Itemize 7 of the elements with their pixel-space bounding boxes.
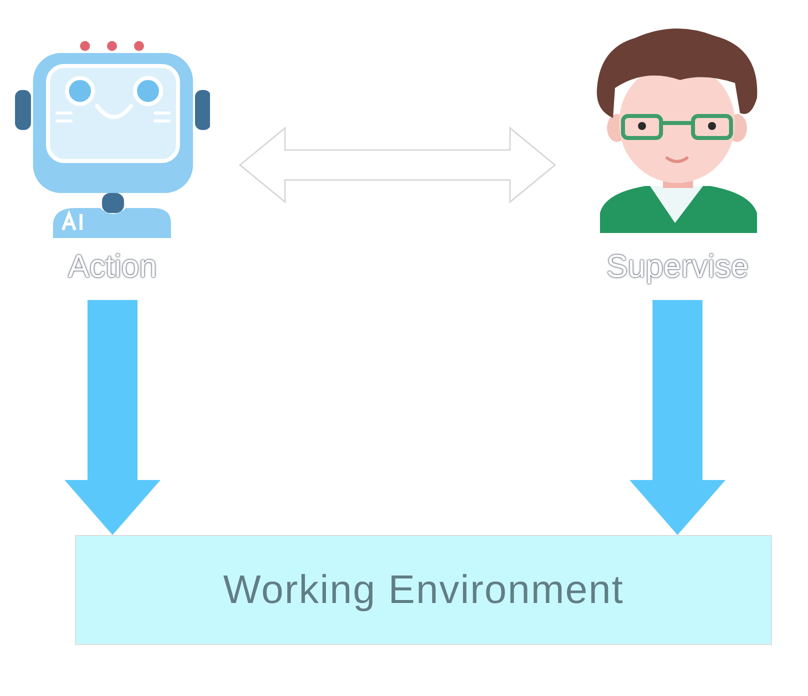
node-label: Action [66,247,158,286]
environment-box [75,535,772,645]
box-label: Working Environment [223,567,624,614]
node-label: Supervise [605,247,750,286]
double-arrow [238,126,556,204]
arrow [630,300,726,535]
arrow [64,300,160,535]
